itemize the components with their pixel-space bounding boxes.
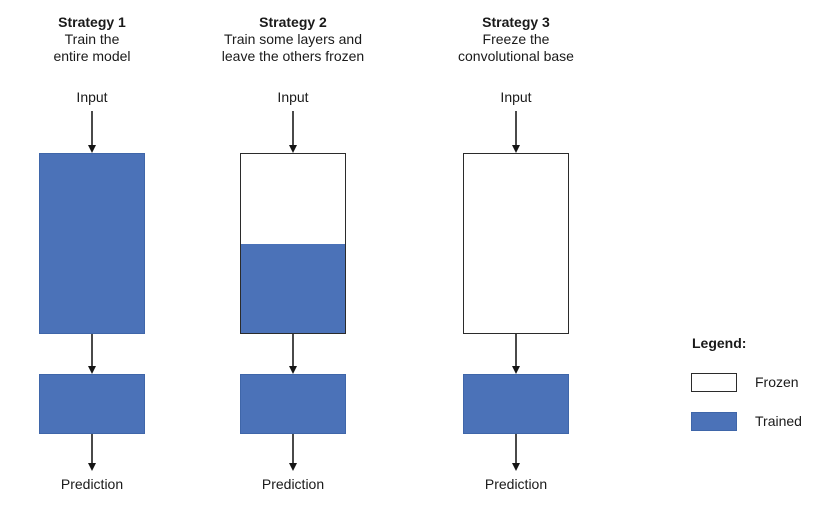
strategy-2-trained-layers-fill <box>241 244 345 333</box>
strategy-3-conv-base-box <box>463 153 569 334</box>
strategy-2-arrow-classifier-to-prediction <box>289 434 297 471</box>
arrow-head-icon <box>512 366 520 374</box>
strategy-3-subtitle: Freeze the convolutional base <box>406 31 626 65</box>
strategy-3-arrow-base-to-classifier <box>512 334 520 374</box>
strategy-3-column: Strategy 3 Freeze the convolutional base… <box>406 0 626 509</box>
strategy-2-column: Strategy 2 Train some layers and leave t… <box>183 0 403 509</box>
arrow-head-icon <box>88 366 96 374</box>
arrow-head-icon <box>512 463 520 471</box>
frozen-label: Frozen <box>755 374 799 390</box>
strategy-3-title: Strategy 3 <box>482 14 550 30</box>
arrow-head-icon <box>289 366 297 374</box>
arrow-head-icon <box>88 463 96 471</box>
legend-title: Legend: <box>692 335 747 351</box>
strategy-1-prediction-label: Prediction <box>60 476 124 492</box>
strategy-3-subtitle-line-1: Freeze the <box>482 31 550 47</box>
arrow-shaft <box>292 434 294 463</box>
arrow-shaft <box>292 111 294 145</box>
strategy-3-arrow-classifier-to-prediction <box>512 434 520 471</box>
strategy-1-conv-base-box <box>39 153 145 334</box>
strategy-1-arrow-base-to-classifier <box>88 334 96 374</box>
legend-item-trained: Trained <box>691 412 802 431</box>
legend-item-frozen: Frozen <box>691 373 799 392</box>
strategy-1-classifier-box <box>39 374 145 434</box>
strategy-2-subtitle-line-1: Train some layers and <box>224 31 362 47</box>
arrow-shaft <box>91 334 93 366</box>
strategy-1-subtitle-line-2: entire model <box>53 48 131 64</box>
strategy-3-subtitle-line-2: convolutional base <box>458 48 574 64</box>
arrow-shaft <box>91 111 93 145</box>
strategy-2-arrow-base-to-classifier <box>289 334 297 374</box>
legend: Legend: Frozen Trained <box>691 333 832 453</box>
strategy-2-title: Strategy 2 <box>259 14 327 30</box>
strategy-2-input-label: Input <box>277 89 309 105</box>
arrow-shaft <box>292 334 294 366</box>
arrow-head-icon <box>88 145 96 153</box>
strategy-2-prediction-label: Prediction <box>261 476 325 492</box>
strategy-2-subtitle-line-2: leave the others frozen <box>221 48 365 64</box>
strategy-2-arrow-input-to-base <box>289 111 297 153</box>
arrow-shaft <box>515 434 517 463</box>
strategy-3-classifier-box <box>463 374 569 434</box>
strategy-1-input-label: Input <box>76 89 108 105</box>
strategy-1-subtitle-line-1: Train the <box>64 31 120 47</box>
strategy-2-conv-base-box <box>240 153 346 334</box>
strategy-2-classifier-box <box>240 374 346 434</box>
arrow-head-icon <box>512 145 520 153</box>
strategy-1-title: Strategy 1 <box>58 14 126 30</box>
arrow-head-icon <box>289 145 297 153</box>
strategy-1-subtitle: Train the entire model <box>0 31 202 65</box>
arrow-head-icon <box>289 463 297 471</box>
arrow-shaft <box>515 334 517 366</box>
trained-label: Trained <box>755 413 802 429</box>
strategy-3-arrow-input-to-base <box>512 111 520 153</box>
strategy-3-prediction-label: Prediction <box>484 476 548 492</box>
strategy-1-arrow-input-to-base <box>88 111 96 153</box>
trained-swatch <box>691 412 737 431</box>
arrow-shaft <box>515 111 517 145</box>
strategy-3-input-label: Input <box>500 89 532 105</box>
strategy-2-subtitle: Train some layers and leave the others f… <box>183 31 403 65</box>
frozen-swatch <box>691 373 737 392</box>
strategy-1-arrow-classifier-to-prediction <box>88 434 96 471</box>
strategy-1-column: Strategy 1 Train the entire model Input … <box>0 0 202 509</box>
arrow-shaft <box>91 434 93 463</box>
